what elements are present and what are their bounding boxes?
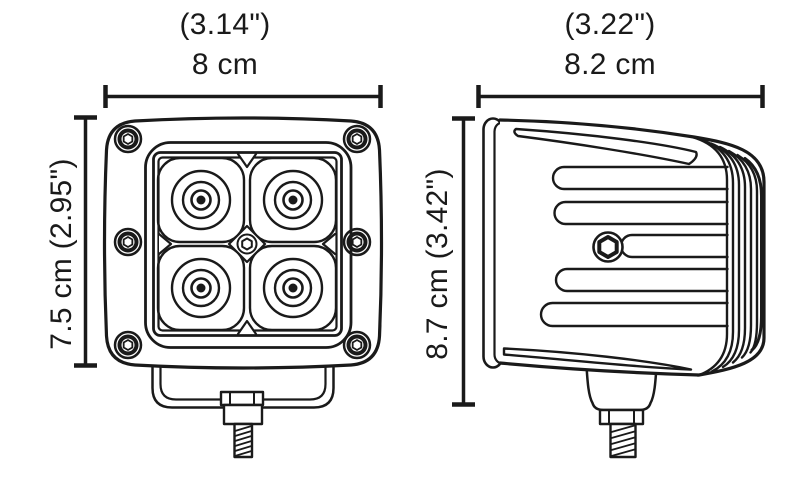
screw-icon <box>113 227 143 257</box>
top-chamfer <box>513 127 698 166</box>
side-lamp-drawing <box>482 117 766 459</box>
screw-icon <box>113 330 143 360</box>
heat-sink-fins <box>690 135 763 377</box>
threaded-stud <box>609 422 637 459</box>
side-width-inches: (3.22") <box>564 8 656 41</box>
front-width-dimension-line <box>103 85 383 108</box>
lens-frame-outer <box>152 151 343 337</box>
front-width-metric: 8 cm <box>191 48 259 81</box>
mounting-nut <box>219 390 265 426</box>
front-width-label: (3.14") 8 cm <box>179 5 270 85</box>
side-width-dimension-line <box>476 85 765 108</box>
hex-bolt-icon <box>592 231 624 263</box>
inner-bezel <box>144 141 353 349</box>
side-height-label: 8.7 cm (3.42") <box>421 168 454 360</box>
screw-icon <box>342 124 372 154</box>
body-outline <box>498 118 766 377</box>
side-width-metric: 8.2 cm <box>564 48 656 81</box>
led-reflector-pockets <box>156 156 338 332</box>
center-screw-icon <box>236 233 258 255</box>
mounting-nut <box>598 408 645 426</box>
side-width-label: (3.22") 8.2 cm <box>564 5 656 85</box>
side-height-dimension-line <box>452 116 475 407</box>
screw-icon <box>113 124 143 154</box>
bottom-chamfer <box>502 347 693 371</box>
front-lamp-drawing <box>102 116 384 459</box>
front-height-dimension-line <box>74 115 97 368</box>
cooling-slots <box>539 165 729 328</box>
front-height-label: 7.5 cm (2.95") <box>45 158 78 350</box>
threaded-stud <box>233 422 254 459</box>
screw-icon <box>342 227 372 257</box>
front-width-inches: (3.14") <box>179 8 271 41</box>
